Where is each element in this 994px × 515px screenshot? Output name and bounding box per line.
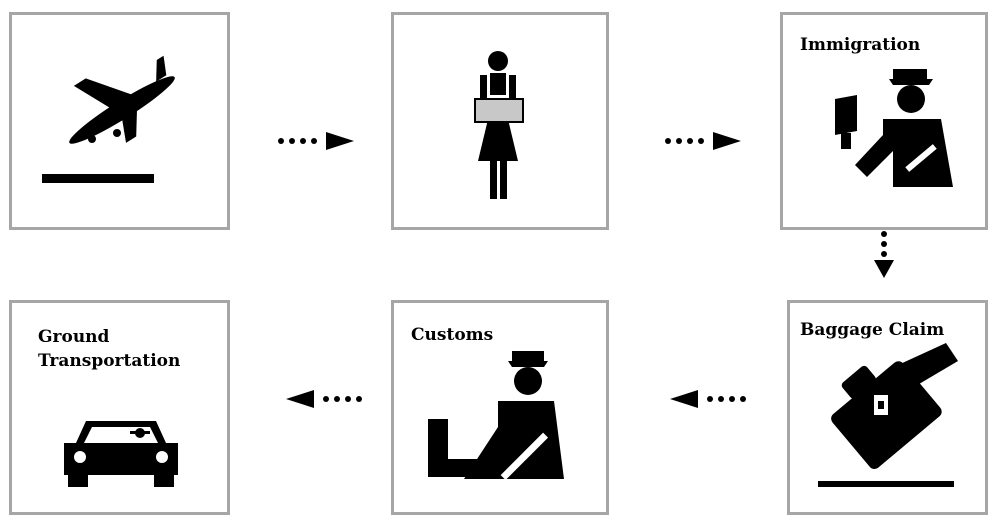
step-box-restroom: [391, 12, 609, 230]
customs-officer-icon: [428, 351, 564, 481]
immigration-officer-icon: [835, 69, 953, 187]
immigration-label: Immigration: [800, 35, 921, 55]
step-box-ground-transportation: Ground Transportation: [9, 300, 230, 515]
ground-transportation-label-line1: Ground: [38, 327, 110, 347]
baggage-claim-icon: [818, 343, 958, 487]
flow-arrow-right: [665, 132, 741, 150]
ground-transportation-label-line2: Transportation: [38, 351, 181, 371]
step-box-customs: Customs: [391, 300, 609, 515]
step-box-immigration: Immigration: [780, 12, 988, 230]
airplane-landing-icon: [42, 55, 175, 183]
flow-arrow-right: [278, 132, 354, 150]
customs-label: Customs: [411, 325, 494, 345]
step-box-baggage-claim: Baggage Claim: [787, 300, 988, 515]
taxi-car-icon: [64, 421, 178, 487]
flow-arrow-left: [286, 390, 362, 408]
baggage-claim-label: Baggage Claim: [800, 320, 945, 340]
flow-arrow-left: [670, 390, 746, 408]
step-box-arrival: [9, 12, 230, 230]
flow-arrow-down: [874, 231, 894, 278]
restroom-woman-icon: [474, 51, 524, 199]
